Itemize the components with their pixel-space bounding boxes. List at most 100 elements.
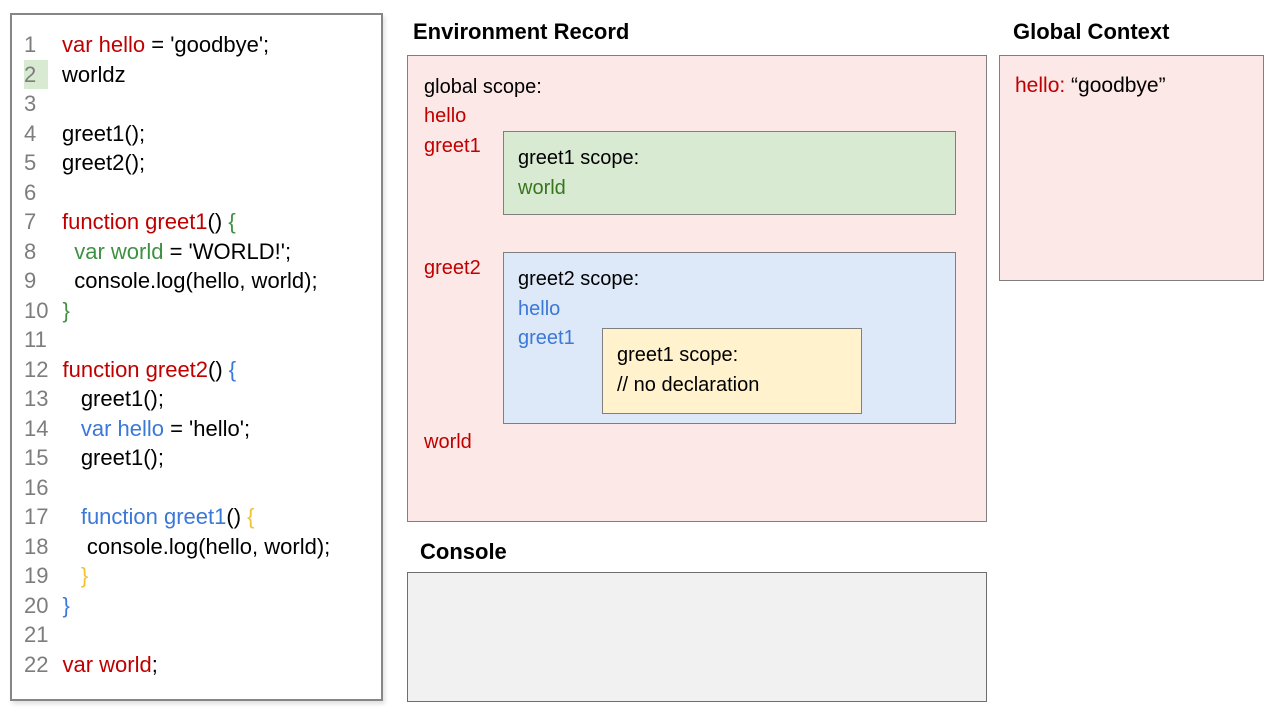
code-token: } <box>62 592 70 618</box>
nested-greet1-scope-box: greet1 scope: // no declaration <box>602 328 862 414</box>
line-number: 5 <box>24 150 37 175</box>
code-token: () <box>208 356 229 382</box>
code-token: () <box>207 209 229 234</box>
line-number: 8 <box>24 238 37 264</box>
line-number: 6 <box>24 179 37 205</box>
code-text: function greet1() { <box>62 207 381 237</box>
code-token: var world <box>62 651 152 677</box>
code-token <box>62 563 80 588</box>
code-line: 11 <box>12 325 381 355</box>
code-text: var hello = 'hello'; <box>62 414 381 444</box>
line-number: 10 <box>24 297 49 323</box>
code-token: function greet2 <box>62 356 209 382</box>
code-line: 17 function greet1() { <box>12 502 381 532</box>
greet1-var-world: world <box>518 176 566 199</box>
greet2-scope-label: greet2 scope: <box>518 268 640 290</box>
code-line: 10} <box>12 296 381 326</box>
code-line: 13 greet1(); <box>12 384 381 414</box>
code-line: 3 <box>12 89 381 119</box>
code-line: 5 greet2(); <box>12 148 381 178</box>
code-token: greet1(); <box>62 386 164 411</box>
code-text: } <box>62 561 381 591</box>
line-number: 16 <box>24 474 49 500</box>
code-token: { <box>247 504 255 529</box>
code-line: 14 var hello = 'hello'; <box>12 414 381 444</box>
code-text: function greet2() { <box>62 355 381 385</box>
code-token: () <box>226 504 248 529</box>
line-number: 14 <box>24 415 49 441</box>
code-text: } <box>62 296 381 326</box>
code-token: var world <box>74 238 164 264</box>
code-line: 2 worldz <box>12 59 381 90</box>
greet1-scope-label: greet1 scope: <box>518 147 640 169</box>
code-line: 7 function greet1() { <box>12 207 381 237</box>
line-number: 21 <box>24 622 49 647</box>
line-number: 7 <box>24 209 37 234</box>
code-token: { <box>228 209 236 234</box>
code-text: var world; <box>62 650 381 680</box>
global-var-world: world <box>424 431 472 453</box>
code-line: 15 greet1(); <box>12 443 381 473</box>
code-token: } <box>62 297 70 323</box>
global-scope-label: global scope: <box>424 76 542 98</box>
code-token: ; <box>151 651 158 677</box>
code-line: 22 var world; <box>12 650 381 680</box>
code-text: greet1(); <box>62 119 381 149</box>
code-line: 18 console.log(hello, world); <box>12 532 381 562</box>
code-token: var hello <box>80 415 164 441</box>
code-token <box>62 416 80 441</box>
code-token: = 'WORLD!'; <box>163 238 292 264</box>
code-line: 16 <box>12 473 381 503</box>
line-number: 17 <box>24 504 49 529</box>
line-number: 20 <box>24 592 49 618</box>
code-token <box>62 504 80 529</box>
code-token: greet2(); <box>62 150 146 175</box>
code-token: function greet1 <box>62 209 208 234</box>
global-context-value: “goodbye” <box>1065 74 1166 97</box>
code-text: var world = 'WORLD!'; <box>62 237 381 267</box>
nested-greet1-scope-label: greet1 scope: <box>617 344 739 366</box>
code-editor-panel: 1 var hello = 'goodbye'; 2 worldz 3 4 greet1()… <box>10 13 383 701</box>
code-text: greet2(); <box>62 148 381 178</box>
code-line: 19 } <box>12 561 381 591</box>
code-text: console.log(hello, world); <box>62 266 381 296</box>
line-number: 15 <box>24 445 49 470</box>
code-text: worldz <box>62 60 381 90</box>
code-token <box>62 239 74 264</box>
code-text: greet1(); <box>62 443 381 473</box>
code-token: { <box>228 356 237 382</box>
greet2-var-greet1: greet1 <box>518 327 575 349</box>
line-number: 3 <box>24 91 37 116</box>
code-token: var hello <box>62 32 146 57</box>
line-number: 13 <box>24 386 49 411</box>
code-token: = 'goodbye'; <box>145 32 270 57</box>
code-text: var hello = 'goodbye'; <box>62 30 381 60</box>
line-number: 22 <box>24 651 49 677</box>
code-token: greet1(); <box>62 445 164 470</box>
code-text: function greet1() { <box>62 502 381 532</box>
global-var-greet2: greet2 <box>424 257 481 279</box>
console-output-box <box>407 572 987 702</box>
global-var-hello: hello <box>424 105 467 127</box>
line-number: 4 <box>24 120 37 146</box>
line-number: 9 <box>24 268 37 293</box>
line-number: 1 <box>24 32 37 57</box>
line-number: 19 <box>24 563 49 588</box>
code-line: 9 console.log(hello, world); <box>12 266 381 296</box>
code-line: 1 var hello = 'goodbye'; <box>12 30 381 60</box>
code-text: } <box>62 591 381 621</box>
code-token: } <box>80 563 89 588</box>
greet2-var-hello: hello <box>518 297 561 320</box>
global-context-key: hello: <box>1015 74 1066 97</box>
code-text: greet1(); <box>62 384 381 414</box>
global-context-title: Global Context <box>1013 19 1170 44</box>
nested-greet1-comment: // no declaration <box>617 373 760 396</box>
line-number: 11 <box>24 327 47 352</box>
code-line: 8 var world = 'WORLD!'; <box>12 237 381 267</box>
greet2-scope-box: greet2 scope: hello greet1 greet1 scope:… <box>503 252 956 424</box>
environment-record-title: Environment Record <box>413 19 630 44</box>
global-var-greet1: greet1 <box>424 135 481 157</box>
line-number-highlighted: 2 <box>24 59 48 89</box>
global-scope-box: global scope: hello greet1 greet2 world … <box>407 55 987 522</box>
